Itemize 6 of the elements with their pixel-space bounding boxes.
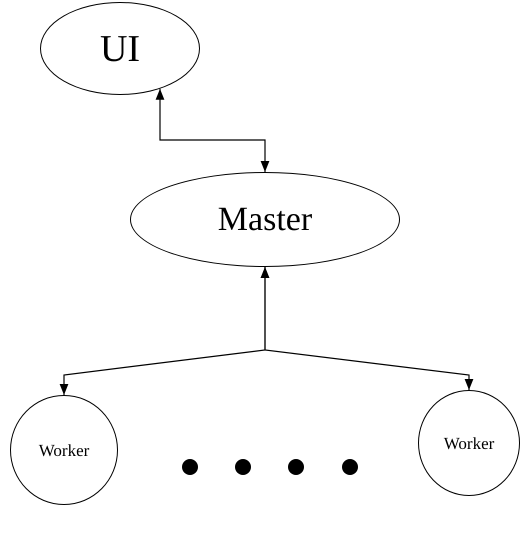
connector-arrow	[260, 267, 474, 390]
connector-arrow	[156, 88, 270, 172]
node-label: Worker	[444, 434, 494, 452]
node-label: UI	[100, 30, 140, 68]
node-label: Master	[218, 202, 312, 236]
node-label: Worker	[38, 442, 90, 458]
